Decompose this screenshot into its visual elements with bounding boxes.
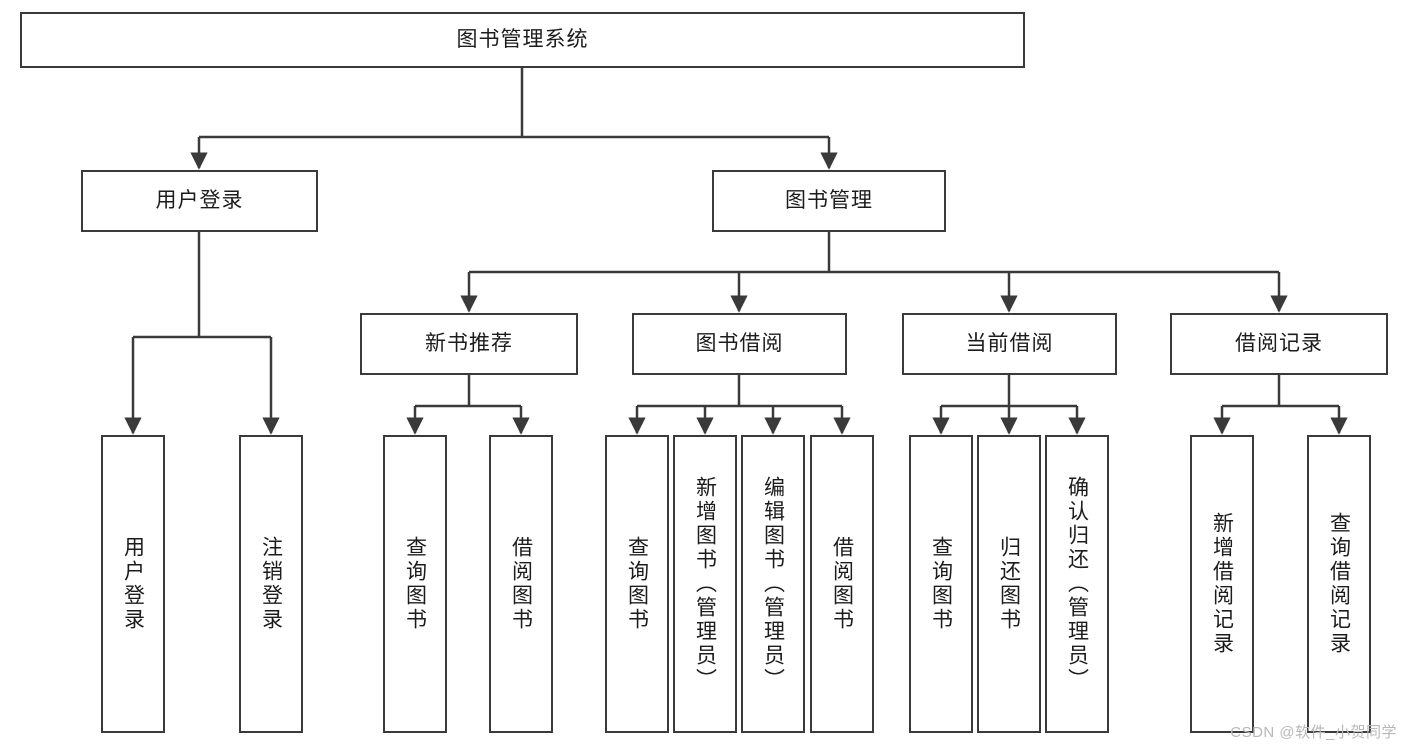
leaf-nb-query-book[interactable]: 查询图书: [383, 435, 447, 733]
leaf-cb-return-book-label: 归还图书: [997, 536, 1021, 632]
node-root[interactable]: 图书管理系统: [20, 12, 1025, 68]
leaf-nb-query-book-label: 查询图书: [403, 536, 427, 632]
leaf-br-add-record[interactable]: 新增借阅记录: [1190, 435, 1254, 733]
leaf-bb-borrow-book-label: 借阅图书: [830, 536, 854, 632]
node-root-label: 图书管理系统: [456, 28, 589, 52]
node-user-login-label: 用户登录: [155, 189, 244, 213]
node-current-borrow[interactable]: 当前借阅: [902, 313, 1117, 375]
leaf-bb-edit-book-label: 编辑图书（管理员）: [761, 476, 785, 692]
node-book-borrow-label: 图书借阅: [695, 332, 784, 356]
leaf-bb-query-book[interactable]: 查询图书: [605, 435, 669, 733]
leaf-cb-confirm-return-label: 确认归还（管理员）: [1065, 476, 1089, 692]
leaf-logout[interactable]: 注销登录: [239, 435, 303, 733]
watermark: CSDN @软件_小贺同学: [1230, 724, 1397, 741]
leaf-user-login[interactable]: 用户登录: [101, 435, 165, 733]
leaf-nb-borrow-book[interactable]: 借阅图书: [489, 435, 553, 733]
leaf-user-login-label: 用户登录: [121, 536, 145, 632]
node-borrow-record-label: 借阅记录: [1235, 332, 1323, 356]
leaf-logout-label: 注销登录: [259, 536, 283, 632]
leaf-bb-edit-book[interactable]: 编辑图书（管理员）: [741, 435, 805, 733]
leaf-cb-query-book-label: 查询图书: [929, 536, 953, 632]
node-new-book-recommend[interactable]: 新书推荐: [360, 313, 578, 375]
leaf-bb-add-book[interactable]: 新增图书（管理员）: [673, 435, 737, 733]
node-book-borrow[interactable]: 图书借阅: [632, 313, 847, 375]
node-new-book-recommend-label: 新书推荐: [425, 332, 513, 356]
leaf-bb-add-book-label: 新增图书（管理员）: [693, 476, 717, 692]
leaf-cb-query-book[interactable]: 查询图书: [909, 435, 973, 733]
leaf-br-query-record[interactable]: 查询借阅记录: [1307, 435, 1371, 733]
leaf-cb-return-book[interactable]: 归还图书: [977, 435, 1041, 733]
leaf-bb-query-book-label: 查询图书: [625, 536, 649, 632]
leaf-br-add-record-label: 新增借阅记录: [1210, 512, 1234, 656]
leaf-bb-borrow-book[interactable]: 借阅图书: [810, 435, 874, 733]
node-user-login[interactable]: 用户登录: [81, 170, 318, 232]
leaf-nb-borrow-book-label: 借阅图书: [509, 536, 533, 632]
node-current-borrow-label: 当前借阅: [965, 332, 1054, 356]
node-borrow-record[interactable]: 借阅记录: [1170, 313, 1388, 375]
leaf-cb-confirm-return[interactable]: 确认归还（管理员）: [1045, 435, 1109, 733]
node-book-manage[interactable]: 图书管理: [712, 170, 946, 232]
node-book-manage-label: 图书管理: [785, 189, 873, 213]
leaf-br-query-record-label: 查询借阅记录: [1327, 512, 1351, 656]
